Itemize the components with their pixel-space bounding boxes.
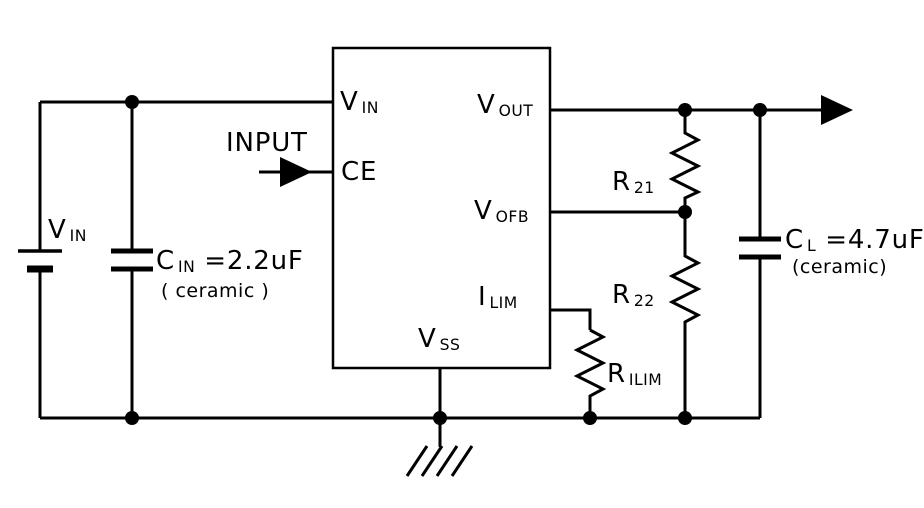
pin-sub: IN	[361, 99, 379, 118]
ic-body	[331, 46, 552, 370]
component-symbols	[18, 236, 781, 477]
cl-sub: L	[806, 237, 817, 256]
pin-main: CE	[341, 157, 378, 187]
resistor-r21	[668, 110, 702, 212]
r22-main: R	[612, 280, 631, 310]
capacitor-cin-plates	[111, 248, 153, 272]
wire-ilim	[550, 308, 592, 330]
junction-dot	[753, 103, 767, 117]
pin-main: V	[477, 90, 496, 120]
r22-sub: 22	[633, 292, 655, 311]
input-label: INPUT	[226, 129, 308, 158]
pin-main: V	[474, 196, 493, 226]
cl-main: C	[785, 225, 804, 255]
junction-dot	[433, 411, 447, 425]
r21-sub: 21	[633, 179, 655, 198]
cl-note-text: (ceramic)	[792, 256, 888, 278]
pin-sub: LIM	[489, 294, 518, 313]
junction-dot	[125, 95, 139, 109]
pin-sub: OFB	[495, 208, 530, 227]
input-arrow-icon	[280, 157, 312, 187]
rilim-main: R	[607, 359, 626, 389]
rilim-sub: ILIM	[628, 371, 663, 390]
resistor-r22	[668, 212, 702, 418]
cin-value: =2.2uF	[195, 246, 304, 276]
source-main: V	[48, 215, 67, 245]
ic-pin-ce-label: CE	[341, 158, 380, 188]
junction-dot	[678, 411, 692, 425]
cin-note: ( ceramic )	[161, 281, 269, 302]
source-sub: IN	[69, 227, 87, 246]
junction-dot	[125, 411, 139, 425]
junction-dots	[125, 95, 767, 425]
cin-main: C	[156, 246, 175, 276]
pin-sub: OUT	[498, 102, 534, 121]
pin-sub: SS	[439, 336, 461, 355]
ground-symbol	[405, 445, 474, 477]
input-text: INPUT	[226, 128, 308, 158]
junction-dot	[678, 205, 692, 219]
cin-note-text: ( ceramic )	[161, 280, 270, 302]
capacitor-cl-plates	[739, 236, 781, 260]
output-arrow-icon	[821, 95, 853, 125]
cl-value: =4.7uF	[816, 225, 924, 255]
wires	[38, 100, 823, 447]
pin-main: V	[418, 324, 437, 354]
junction-dot	[678, 103, 692, 117]
resistor-rilim	[573, 328, 607, 418]
pin-main: V	[340, 87, 359, 117]
cl-note: (ceramic)	[792, 257, 887, 278]
junction-dot	[583, 411, 597, 425]
r21-main: R	[612, 167, 631, 197]
pin-main: I	[478, 282, 487, 312]
cin-sub: IN	[177, 258, 196, 277]
